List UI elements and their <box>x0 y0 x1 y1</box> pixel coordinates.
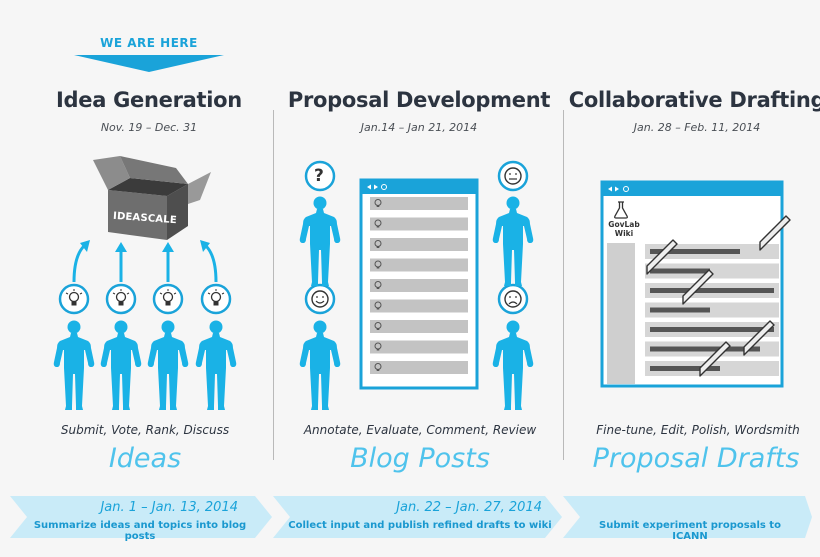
blog-row <box>370 217 468 231</box>
phase-1-dates: Nov. 19 – Dec. 31 <box>100 121 198 134</box>
wiki-label-line-1: GovLab <box>608 220 640 229</box>
blog-row <box>370 340 468 354</box>
wiki-edit-line <box>650 307 710 313</box>
blog-rows <box>370 197 468 374</box>
phase-2-output: Blog Posts <box>350 443 490 474</box>
wiki-edit-line <box>650 268 710 274</box>
phase-3-output: Proposal Drafts <box>592 443 800 474</box>
phase-3-title: Collaborative Drafting <box>568 88 820 112</box>
blog-row <box>370 361 468 374</box>
wiki-edit-line <box>650 366 720 371</box>
wiki-label-line-2: Wiki <box>614 229 634 238</box>
here-arrow-shape <box>74 55 224 72</box>
question-face <box>304 160 336 192</box>
blog-row <box>370 299 468 313</box>
wiki-label: GovLab Wiki <box>607 220 641 238</box>
wiki-edit-line <box>650 327 774 332</box>
wiki-rows <box>645 215 791 377</box>
phase-3-dates: Jan. 28 – Feb. 11, 2014 <box>633 121 761 134</box>
timeline-band-1 <box>10 496 272 538</box>
blog-row <box>370 197 468 210</box>
smile-face-1 <box>497 160 529 192</box>
phase-1-output: Ideas <box>108 443 182 474</box>
phase-1-title: Idea Generation <box>56 88 242 112</box>
timeline-2-dates: Jan. 22 – Jan. 27, 2014 <box>396 500 542 515</box>
phase-2-title: Proposal Development <box>287 88 551 112</box>
timeline-band-2 <box>273 496 562 538</box>
phase-divider-2 <box>563 110 564 460</box>
blog-row <box>370 238 468 251</box>
flask-icon <box>614 201 628 219</box>
phase-1-actions: Submit, Vote, Rank, Discuss <box>60 423 230 437</box>
timeline-band-3 <box>563 496 812 538</box>
blog-row <box>370 320 468 333</box>
phase-2-dates: Jan.14 – Jan 21, 2014 <box>360 121 478 134</box>
blog-row <box>370 258 468 272</box>
phase-3-actions: Fine-tune, Edit, Polish, Wordsmith <box>596 423 800 437</box>
wiki-edit-line <box>650 249 740 254</box>
phase-divider-1 <box>273 110 274 460</box>
blog-row <box>370 279 468 292</box>
timeline-1-dates: Jan. 1 – Jan. 13, 2014 <box>100 500 238 515</box>
timeline-2-description: Collect input and publish refined drafts… <box>288 520 552 531</box>
wiki-edit-line <box>650 346 760 352</box>
wiki-row <box>645 263 779 279</box>
wiki-row <box>645 302 779 318</box>
ideascale-box <box>93 156 211 240</box>
smile-face-2 <box>304 283 336 315</box>
upload-arrows <box>72 244 218 283</box>
we-are-here-label: WE ARE HERE <box>100 36 198 50</box>
frown-face <box>497 283 529 315</box>
timeline-3-description: Submit experiment proposals to ICANN <box>599 520 781 542</box>
wiki-edit-line <box>650 288 774 293</box>
question-mark-icon: ? <box>314 166 324 186</box>
timeline-1-description: Summarize ideas and topics into blog pos… <box>33 520 247 542</box>
phase-2-actions: Annotate, Evaluate, Comment, Review <box>303 423 537 437</box>
